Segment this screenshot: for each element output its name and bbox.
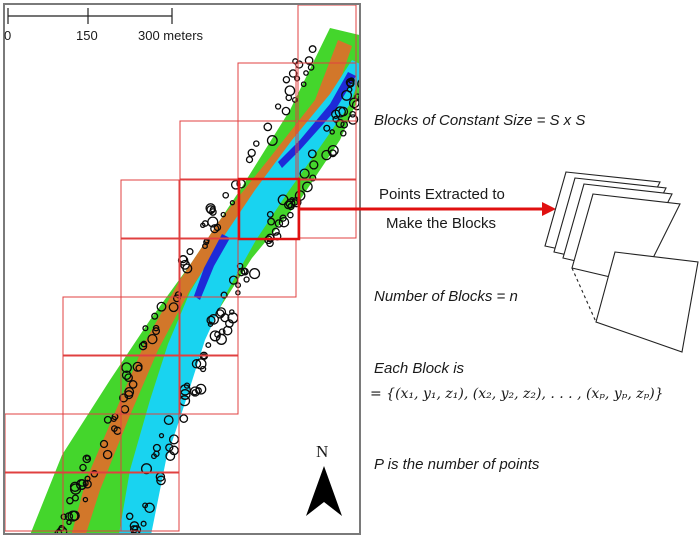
num-blocks-label: Number of Blocks = n — [374, 288, 518, 305]
stacked-blocks-icon — [544, 171, 699, 353]
block-outline — [120, 179, 180, 239]
extract-label-line2: Make the Blocks — [386, 215, 497, 232]
north-label: N — [316, 442, 329, 461]
extraction-arrow — [300, 202, 556, 216]
block-outline — [4, 413, 64, 473]
block-outline — [120, 413, 180, 473]
each-block-label: Each Block is — [374, 360, 465, 377]
scale-tick-300: 300 meters — [138, 28, 204, 43]
map-frame — [3, 3, 361, 535]
block-outline — [120, 472, 180, 532]
block-outline — [297, 120, 357, 180]
block-outline — [120, 238, 180, 298]
river-map — [4, 4, 360, 534]
scale-bar — [7, 8, 173, 24]
block-formula: = {(x₁, y₁, z₁), (x₂, y₂, z₂), . . . , (… — [370, 386, 664, 402]
extract-label-line1: Points Extracted to — [379, 186, 505, 203]
block-outline — [179, 355, 239, 415]
scale-tick-0: 0 — [4, 28, 12, 43]
north-arrow-icon — [306, 466, 342, 516]
deep-water — [194, 72, 356, 300]
block-outline — [179, 296, 239, 356]
tree-canopy — [54, 45, 360, 534]
block-outline — [120, 296, 180, 356]
block-outline — [237, 62, 297, 122]
scale-tick-150: 150 — [76, 28, 98, 43]
block-outline — [62, 296, 122, 356]
block-size-label: Blocks of Constant Size = S x S — [374, 112, 586, 129]
block-outline — [179, 120, 239, 180]
points-definition-label: P is the number of points — [374, 456, 540, 473]
highlighted-block — [237, 177, 301, 241]
